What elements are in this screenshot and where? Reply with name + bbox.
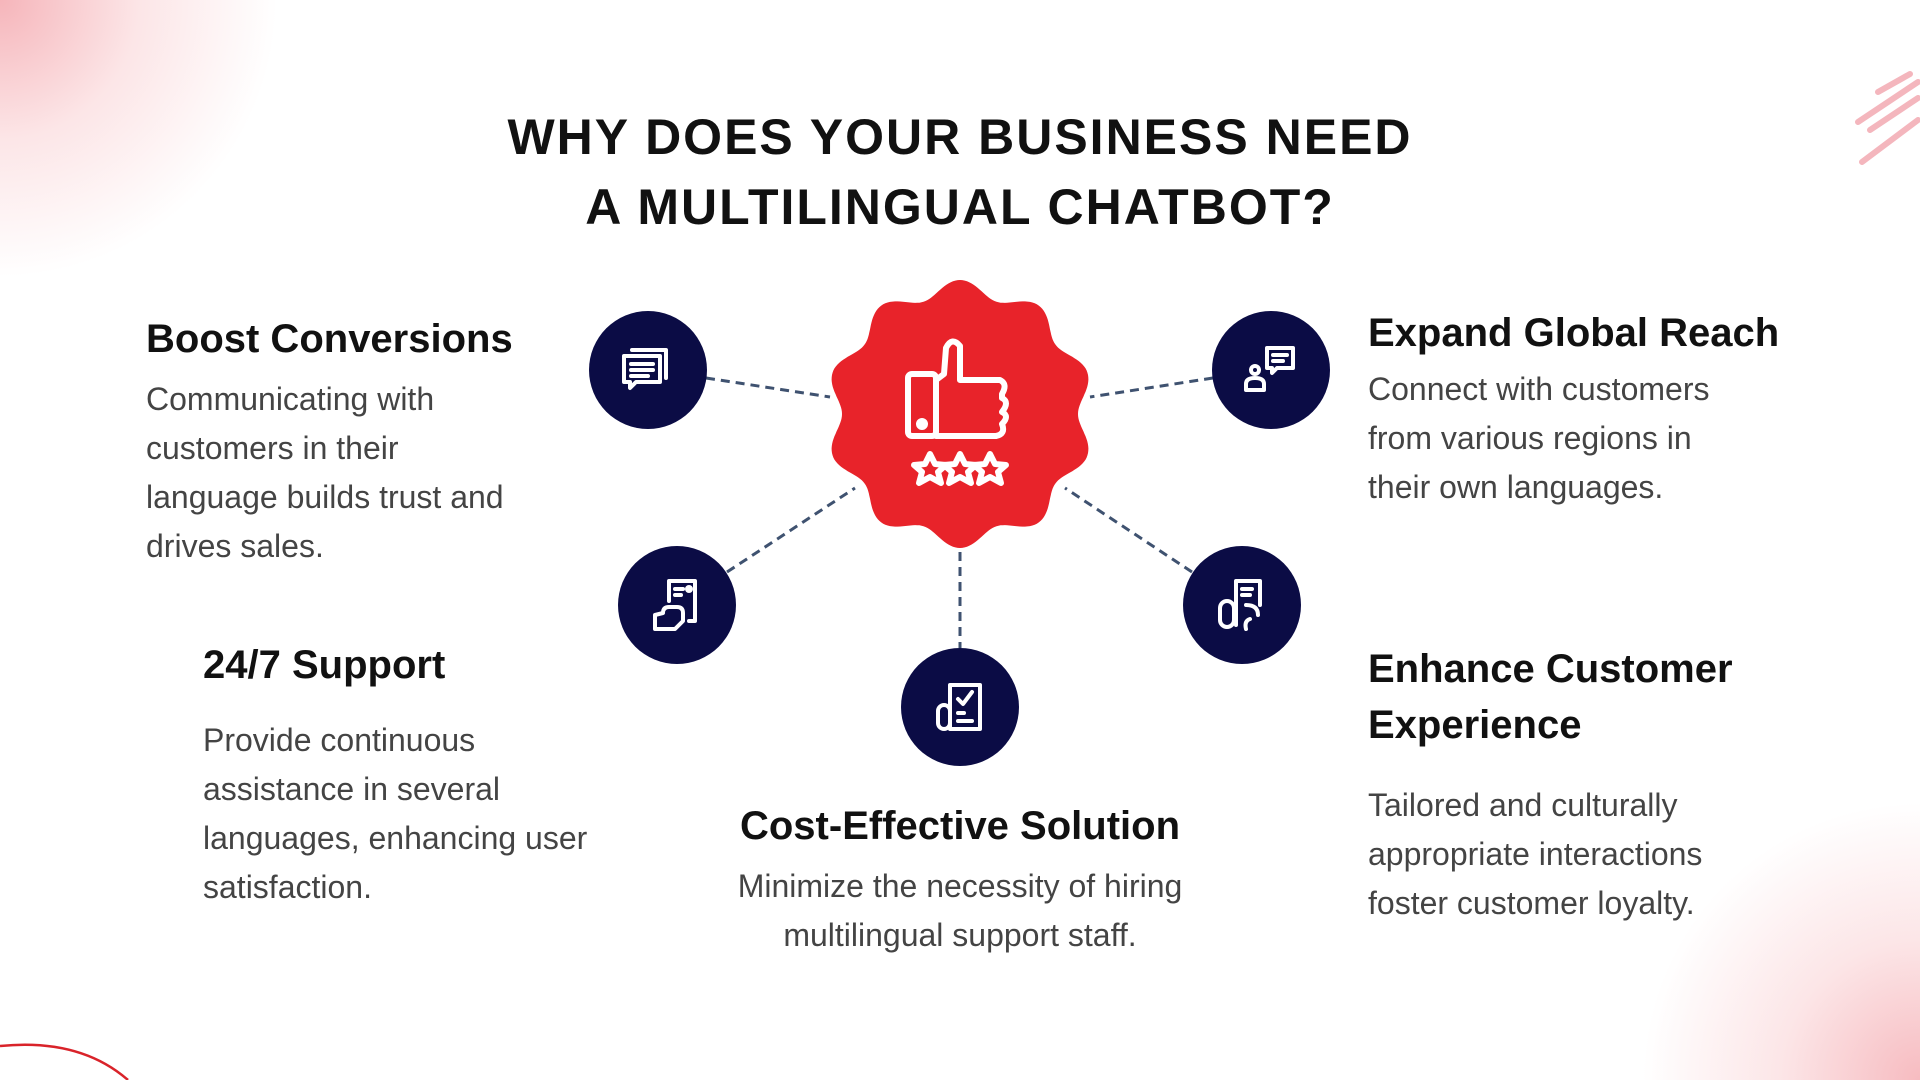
user-chat-icon-circle [1212,311,1330,429]
connector-support [726,486,856,574]
body-line: language builds trust and [146,479,504,515]
body-line: their own languages. [1368,469,1664,505]
body-line: Connect with customers [1368,371,1710,407]
heading-line: Experience [1368,703,1582,747]
page-title: WHY DOES YOUR BUSINESS NEED A MULTILINGU… [0,102,1920,242]
hand-support-card-icon [653,579,697,631]
body-line: drives sales. [146,528,324,564]
checklist-document-icon-circle [901,648,1019,766]
feature-heading-boost-conversions: Boost Conversions [146,317,513,361]
phone-document-icon [1218,579,1262,631]
feature-body-boost-conversions: Communicating with customers in their la… [146,375,504,571]
hand-support-card-icon-circle [618,546,736,664]
body-line: languages, enhancing user [203,820,588,856]
phone-document-icon-circle [1183,546,1301,664]
body-line: appropriate interactions [1368,836,1703,872]
feature-heading-enhance-customer-experience: Enhance Customer Experience [1368,641,1733,753]
feature-heading-cost-effective-solution: Cost-Effective Solution [739,804,1181,848]
body-line: Provide continuous [203,722,476,758]
body-line: Tailored and culturally [1368,787,1678,823]
decor-brush-strokes [1855,71,1920,165]
center-badge [831,280,1089,548]
feature-body-cost-effective-solution: Minimize the necessity of hiring multili… [610,862,1310,960]
checklist-document-icon [936,683,982,731]
user-chat-icon [1244,346,1295,392]
feature-body-24-7-support: Provide continuous assistance in several… [203,716,587,912]
heading-line: Enhance Customer [1368,647,1733,691]
body-line: foster customer loyalty. [1368,885,1695,921]
title-line-1: WHY DOES YOUR BUSINESS NEED [507,109,1413,165]
chat-messages-icon [622,348,668,390]
feature-heading-expand-global-reach: Expand Global Reach [1368,311,1780,355]
body-line: Minimize the necessity of hiring [737,868,1183,904]
feature-body-enhance-customer-experience: Tailored and culturally appropriate inte… [1368,781,1702,928]
decor-glow-bottom-right [1640,800,1920,1080]
body-line: Communicating with [146,381,435,417]
decor-red-arc [0,1043,129,1080]
body-line: from various regions in [1368,420,1692,456]
feature-body-expand-global-reach: Connect with customers from various regi… [1368,365,1709,512]
thumbs-up-three-stars-icon [905,338,1009,486]
body-line: multilingual support staff. [783,917,1137,953]
connector-enhance [1064,486,1193,574]
body-line: satisfaction. [203,869,372,905]
decor-glow-top-left [0,0,280,280]
body-line: assistance in several [203,771,501,807]
feature-heading-24-7-support: 24/7 Support [203,643,446,687]
chat-messages-icon-circle [589,311,707,429]
title-line-2: A MULTILINGUAL CHATBOT? [585,179,1335,235]
connector-expand [1089,376,1214,399]
connector-boost [705,376,831,399]
body-line: customers in their [146,430,399,466]
